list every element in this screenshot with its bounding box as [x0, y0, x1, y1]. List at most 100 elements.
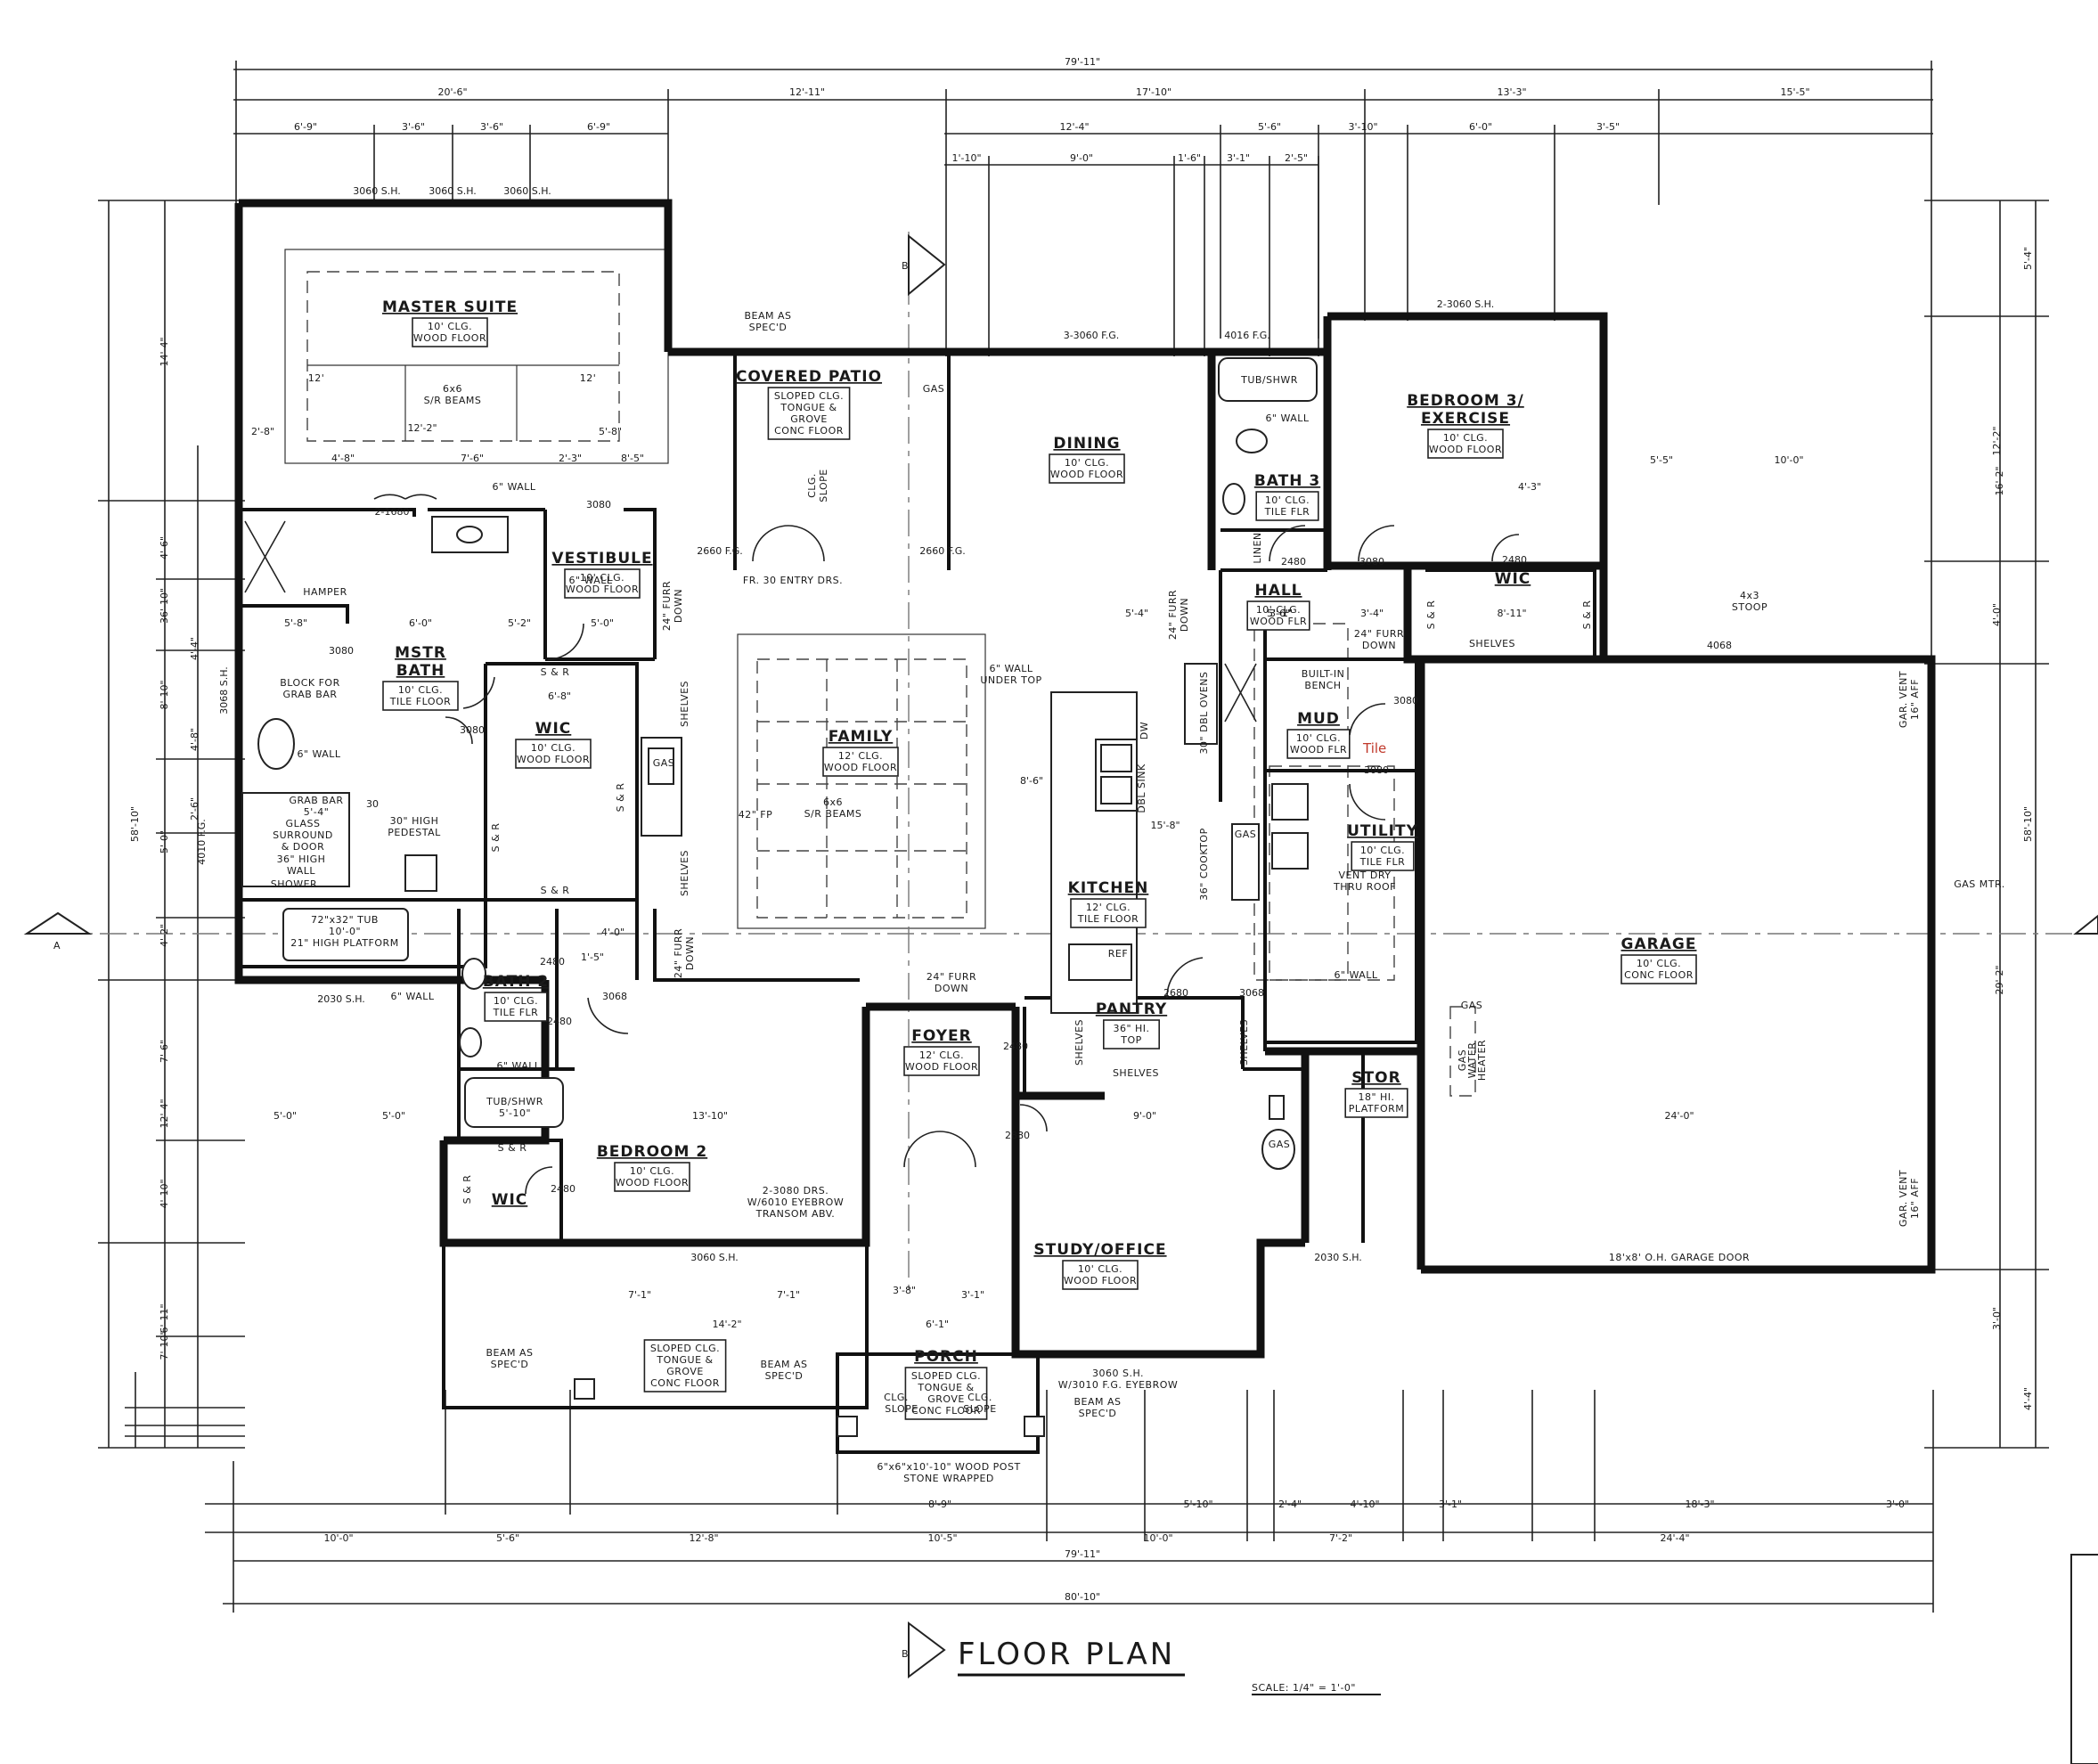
door-tag-d-3080-mud: 3080 [1393, 695, 1418, 706]
dimension-bottom-row2: 3'-0" [1886, 1499, 1909, 1510]
door-tag-d-30: 30 [366, 798, 379, 810]
dimension-interior: 3'-1" [961, 1289, 984, 1301]
dimension-interior: 6'-0" [409, 617, 432, 629]
room-note-box-study [1062, 1260, 1139, 1290]
furr-note: DOWN [673, 589, 684, 623]
dimension-left-b: 4'-10" [159, 1179, 170, 1208]
dimension-bottom-row1: 10'-5" [927, 1532, 957, 1544]
shelves-label: SHELVES [1238, 1019, 1250, 1066]
room-note-master-suite: WOOD FLOOR [413, 332, 486, 344]
dimension-top-row3: 2'-5" [1285, 152, 1308, 164]
section-marker-a-left: A [23, 911, 93, 951]
room-note-bedroom-2: 10' CLG. [630, 1165, 674, 1177]
room-note-box-porch [904, 1367, 988, 1420]
wall-note: 6" WALL [390, 991, 434, 1002]
gas-label: GAS [1269, 1139, 1291, 1150]
beam-note: 6x6 [443, 383, 462, 395]
garage-vent-note: GAR. VENT [1898, 1170, 1909, 1227]
dimension-interior: 5'-0" [382, 1110, 405, 1122]
dimension-interior: 3'-1" [1269, 608, 1293, 619]
beam-note: BEAM AS [1073, 1396, 1121, 1408]
dimension-left-b: 8'-10" [159, 680, 170, 709]
dimension-left-a: 36'-10" [159, 588, 170, 624]
slope-note: SLOPE [885, 1403, 918, 1415]
dimension-interior: 6'-8" [548, 690, 571, 702]
room-note-stor: PLATFORM [1349, 1103, 1405, 1115]
room-note-porch: SLOPED CLG. [911, 1370, 981, 1382]
room-note-stor: 18" HI. [1358, 1091, 1394, 1103]
room-note-rear-porch: SLOPED CLG. [650, 1343, 720, 1354]
room-note-bedroom-3: WOOD FLOOR [1429, 444, 1502, 455]
dimension-interior: 5'-0" [273, 1110, 297, 1122]
sr-label: S & R [490, 823, 502, 853]
water-heater-note: WATER [1466, 1042, 1478, 1079]
room-note-box-covered-patio [767, 387, 851, 440]
dimension-bottom-row1: 10'-0" [1143, 1532, 1172, 1544]
dimension-interior: 10'-0" [1774, 454, 1803, 466]
door-tag-d-4068: 4068 [1707, 640, 1732, 651]
door-tag-d-3080-wic: 3080 [460, 724, 485, 736]
dimension-left-b: 2'-6" [189, 797, 200, 821]
dimension-interior: 7'-1" [628, 1289, 651, 1301]
wall-note: 36" HIGH [277, 853, 326, 865]
dimension-left-a: 7'-10" [159, 1330, 170, 1360]
window-note: W/3010 F.G. EYEBROW [1058, 1379, 1179, 1391]
room-note-vestibule: 10' CLG. [580, 572, 625, 584]
room-note-wic-master: 10' CLG. [531, 742, 576, 754]
room-note-box-wic-master [515, 739, 592, 769]
dimension-interior: 8'-6" [1020, 775, 1043, 787]
sr-label: S & R [541, 885, 570, 896]
post-note: STONE WRAPPED [903, 1473, 994, 1484]
dimension-bottom-row2: 4'-10" [1350, 1499, 1379, 1510]
svg-text:A: A [53, 940, 61, 951]
room-note-porch: CONC FLOOR [911, 1405, 981, 1417]
room-note-box-stor [1344, 1088, 1408, 1118]
dimension-interior: 6'-1" [926, 1319, 949, 1330]
beam-note: SPEC'D [491, 1359, 529, 1370]
room-note-foyer: 12' CLG. [919, 1049, 964, 1061]
plan-title: FLOOR PLAN [958, 1637, 1175, 1672]
sr-label: S & R [498, 1142, 527, 1154]
water-heater-note: GAS [1457, 1049, 1468, 1072]
room-note-box-hall [1246, 600, 1310, 631]
dimension-interior: 14'-2" [712, 1319, 741, 1330]
room-note-porch: GROVE [927, 1393, 965, 1405]
tub-note: TUB/SHWR [1240, 374, 1298, 386]
door-tag-d-2880: 2880 [1005, 1130, 1030, 1141]
room-note-box-bath-3 [1255, 491, 1319, 521]
furr-note: DOWN [1179, 598, 1190, 632]
dimension-interior: 7'-1" [777, 1289, 800, 1301]
door-tag-d-2-1680: 2-1680 [375, 506, 410, 518]
dimension-interior: 1'-5" [581, 951, 604, 963]
window-tag-w-3-3060: 3-3060 F.G. [1064, 330, 1120, 341]
door-note: 2-3080 DRS. [763, 1185, 829, 1196]
door-tag-d-2480-b2: 2480 [540, 956, 565, 968]
room-name-wic-bed3: WIC [1495, 570, 1531, 588]
furr-note: 24" FURR [1167, 590, 1179, 640]
room-name-pantry: PANTRY [1096, 1000, 1167, 1018]
dimension-left-a: 12'-4" [159, 1098, 170, 1128]
furr-note: 24" FURR [673, 928, 684, 978]
door-tag-d-4010: 4010 F.G. [196, 819, 208, 865]
door-tag-d-3068: 3068 [602, 991, 627, 1002]
grab-note: 5'-4" [304, 806, 330, 818]
tub-note: 21" HIGH PLATFORM [290, 937, 398, 949]
window-tag-w-3068-sh: 3068 S.H. [218, 666, 230, 715]
room-name-vestibule: VESTIBULE [551, 550, 652, 568]
room-note-box-dining [1049, 453, 1125, 484]
grab-note: GRAB BAR [289, 795, 343, 806]
room-note-kitchen: 12' CLG. [1086, 902, 1131, 913]
room-note-kitchen: TILE FLOOR [1077, 913, 1139, 925]
door-tag-d-2480-foyer: 2480 [1003, 1041, 1028, 1052]
window-tag-w-3060-2: 3060 S.H. [429, 185, 477, 197]
room-note-mud: WOOD FLR [1290, 744, 1347, 755]
door-tag-d-2680-pantry: 2680 [1163, 987, 1188, 999]
dimension-overall-bottom: 79'-11" [1065, 1548, 1100, 1560]
dishwasher-label: DW [1139, 722, 1150, 739]
dimension-left-b: 4'-2" [159, 924, 170, 947]
room-note-pantry: 36" HI. [1113, 1023, 1149, 1034]
pedestal-note: 30" HIGH [390, 815, 439, 827]
window-tag-w-3060-3: 3060 S.H. [503, 185, 551, 197]
